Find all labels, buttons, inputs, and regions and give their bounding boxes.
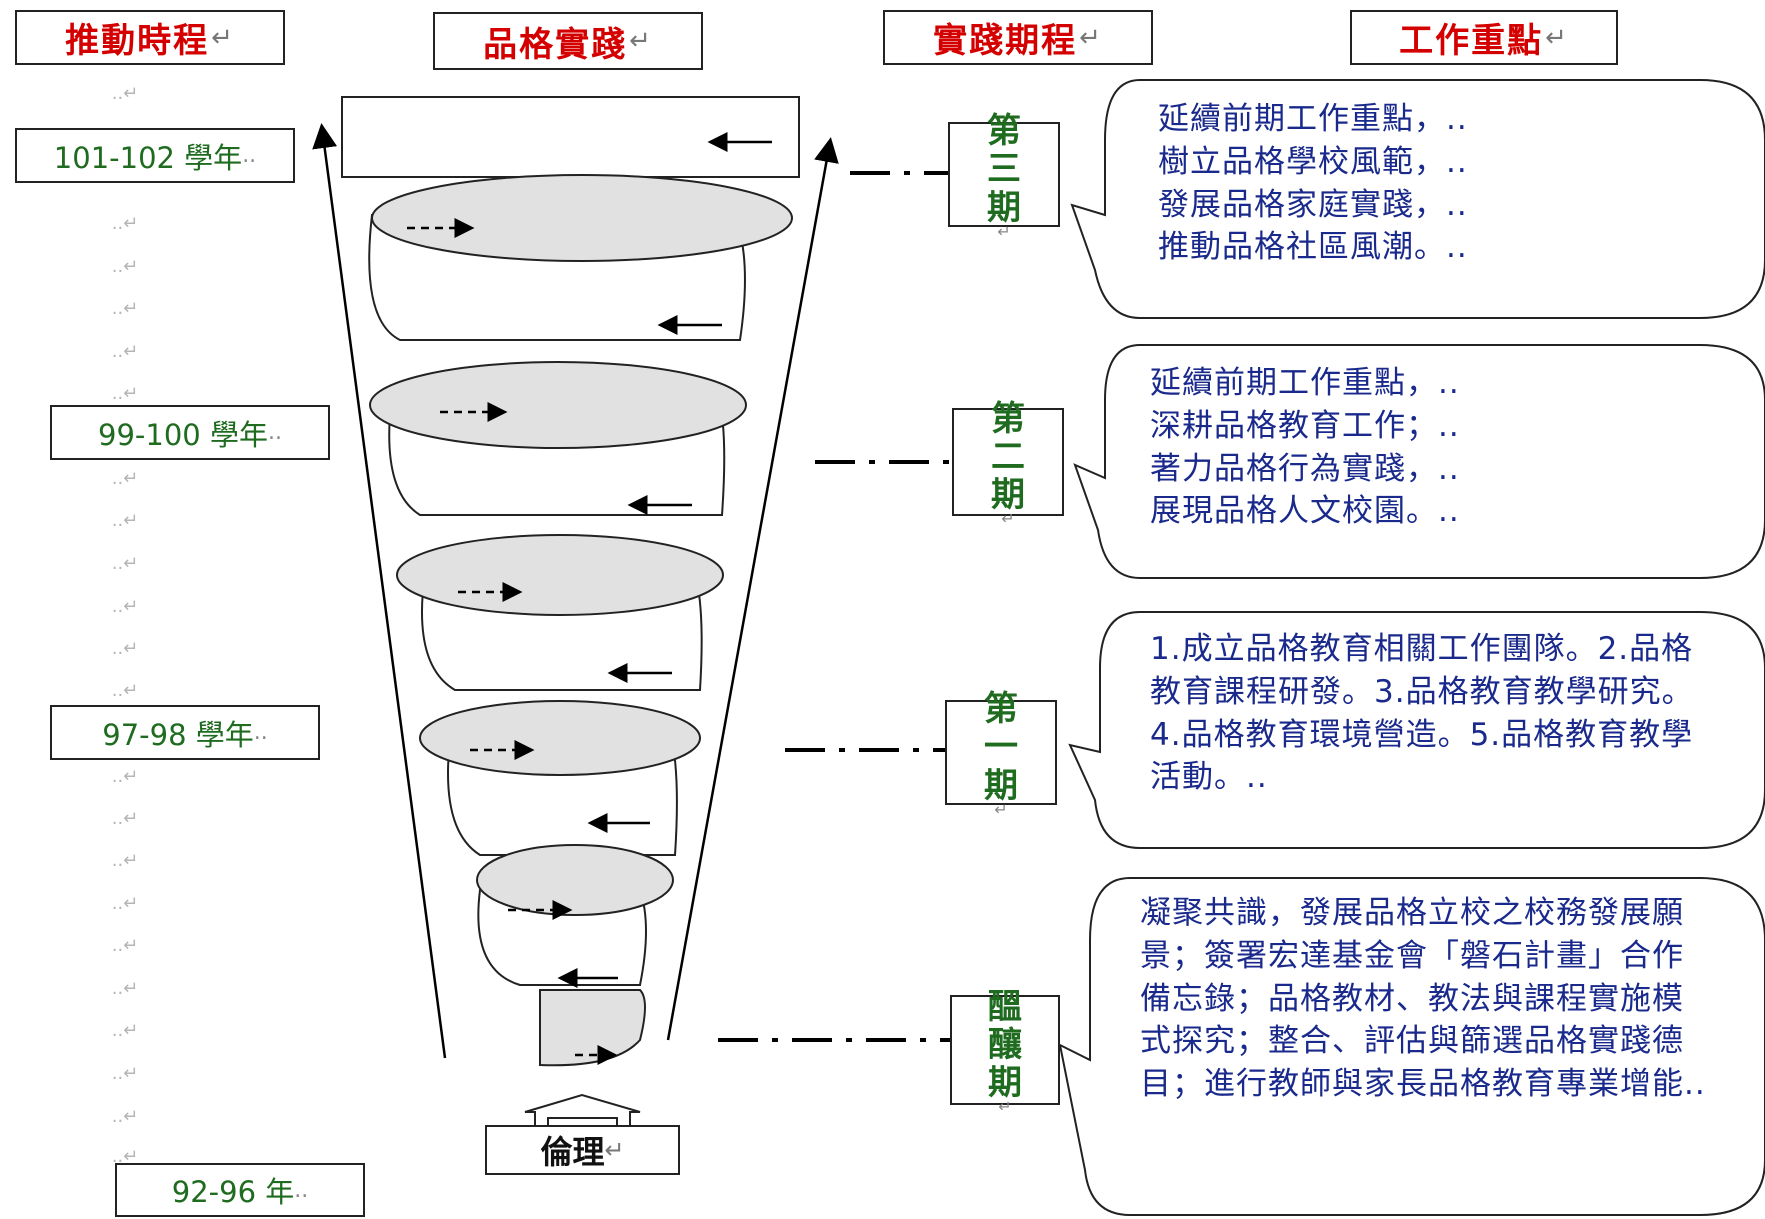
year-mark: .. bbox=[267, 420, 282, 445]
callout-line: 延續前期工作重點，.. bbox=[1150, 365, 1460, 401]
paragraph-mark: ..↵ bbox=[111, 510, 139, 531]
right-arrows bbox=[407, 218, 618, 1065]
year-label: 101-102 學年 bbox=[53, 140, 243, 175]
header-period: 實踐期程↵ bbox=[883, 10, 1153, 65]
year-mark: .. bbox=[242, 143, 257, 168]
callout-line: 著力品格行為實踐，.. bbox=[1150, 450, 1460, 487]
phase-char: 三 bbox=[987, 149, 1021, 190]
paragraph-mark: ..↵ bbox=[111, 341, 139, 362]
year-mark: .. bbox=[253, 720, 268, 745]
phase-mark: ↵ bbox=[1001, 509, 1015, 529]
phase-box-incubation: 醞 釀 期 ↵ bbox=[950, 988, 1060, 1115]
phase-mark: ↵ bbox=[998, 1097, 1012, 1117]
header-timeline-text: 推動時程 bbox=[65, 21, 210, 61]
paragraph-mark: ..↵ bbox=[111, 1020, 139, 1041]
phase-char: 期 bbox=[991, 475, 1025, 516]
paragraph-mark: ..↵ bbox=[111, 935, 139, 956]
paragraph-mark: ..↵ bbox=[111, 893, 139, 914]
connectors bbox=[718, 171, 950, 1042]
funnel-right-line bbox=[666, 137, 839, 1041]
phase-char: 醞 bbox=[988, 986, 1022, 1027]
header-timeline: 推動時程↵ bbox=[15, 10, 285, 65]
phase-char: 一 bbox=[984, 727, 1018, 768]
phase-char: 第 bbox=[987, 111, 1021, 152]
phase-char: 期 bbox=[988, 1063, 1022, 1104]
paragraph-mark: ..↵ bbox=[111, 256, 139, 277]
bottom-disk bbox=[539, 989, 646, 1067]
paragraph-mark: ..↵ bbox=[111, 808, 139, 829]
year-label: 97-98 學年 bbox=[102, 717, 254, 752]
phase-char: 第 bbox=[991, 398, 1025, 439]
year-mark: .. bbox=[294, 1177, 309, 1203]
phase-char: 期 bbox=[987, 187, 1021, 228]
callout-line: 展現品格人文校園。.. bbox=[1150, 493, 1460, 530]
header-focus: 工作重點↵ bbox=[1350, 10, 1618, 65]
paragraph-mark: ..↵ bbox=[111, 1146, 139, 1167]
callout-phase2: 延續前期工作重點，.. 深耕品格教育工作；.. 著力品格行為實踐，.. 展現品格… bbox=[1150, 362, 1710, 533]
phase-mark: ↵ bbox=[994, 799, 1008, 819]
year-box-92-96: 92-96 年.. bbox=[115, 1163, 365, 1217]
return-mark: ↵ bbox=[1079, 22, 1103, 53]
callout-incubation: 凝聚共識，發展品格立校之校務發展願景；簽署宏達基金會「磐石計畫」合作備忘錄；品格… bbox=[1140, 895, 1706, 1103]
paragraph-mark: ..↵ bbox=[111, 596, 139, 617]
phase-char: 第 bbox=[984, 689, 1018, 730]
left-arrows bbox=[557, 132, 772, 988]
paragraph-mark: ..↵ bbox=[111, 553, 139, 574]
year-box-97-98: 97-98 學年.. bbox=[50, 705, 320, 760]
spiral-disks bbox=[369, 174, 793, 916]
callout-line: 樹立品格學校風範，.. bbox=[1158, 143, 1468, 180]
phase-box-third: 第 三 期 ↵ bbox=[948, 112, 1060, 239]
year-label: 99-100 學年 bbox=[98, 417, 268, 452]
paragraph-mark: ..↵ bbox=[111, 213, 139, 234]
phase-char: 二 bbox=[991, 436, 1025, 477]
paragraph-mark: ..↵ bbox=[111, 1063, 139, 1084]
base-up-arrow bbox=[524, 1093, 641, 1128]
phase-mark: ↵ bbox=[997, 221, 1011, 241]
base-label: 倫理 bbox=[540, 1133, 605, 1171]
phase-char: 期 bbox=[984, 765, 1018, 806]
paragraph-mark: ..↵ bbox=[111, 638, 139, 659]
return-mark: ↵ bbox=[1545, 22, 1569, 53]
callout-phase3: 延續前期工作重點，.. 樹立品格學校風範，.. 發展品格家庭實踐，.. 推動品格… bbox=[1158, 98, 1718, 269]
year-label: 92-96 年 bbox=[171, 1175, 295, 1209]
paragraph-mark: ..↵ bbox=[111, 680, 139, 701]
callout-line: 推動品格社區風潮。.. bbox=[1158, 229, 1468, 266]
phase-box-second: 第 二 期 ↵ bbox=[952, 400, 1064, 527]
funnel-left-line bbox=[312, 123, 447, 1059]
return-mark: ↵ bbox=[211, 22, 235, 53]
phase-box-first: 第 一 期 ↵ bbox=[945, 690, 1057, 817]
top-band bbox=[341, 96, 800, 178]
base-ethics-box: 倫理↵ bbox=[485, 1125, 680, 1175]
header-practice: 品格實踐↵ bbox=[433, 12, 703, 70]
paragraph-mark: ..↵ bbox=[111, 850, 139, 871]
return-mark: ↵ bbox=[629, 26, 653, 56]
paragraph-mark: ..↵ bbox=[111, 978, 139, 999]
callout-line: 深耕品格教育工作；.. bbox=[1150, 407, 1460, 444]
header-focus-text: 工作重點 bbox=[1399, 21, 1544, 61]
callout-bubbles bbox=[1058, 79, 1765, 1216]
header-period-text: 實踐期程 bbox=[933, 21, 1078, 61]
phase-char: 釀 bbox=[988, 1024, 1022, 1065]
paragraph-mark: ..↵ bbox=[111, 83, 139, 104]
header-practice-text: 品格實踐 bbox=[483, 24, 628, 65]
paragraph-mark: ..↵ bbox=[111, 298, 139, 319]
paragraph-mark: ..↵ bbox=[111, 468, 139, 489]
paragraph-mark: ..↵ bbox=[111, 1106, 139, 1127]
callout-line: 發展品格家庭實踐，.. bbox=[1158, 186, 1468, 223]
callout-phase1: 1.成立品格教育相關工作團隊。2.品格教育課程研發。3.品格教育教學研究。4.品… bbox=[1150, 631, 1694, 796]
year-box-99-100: 99-100 學年.. bbox=[50, 405, 330, 460]
callout-line: 延續前期工作重點，.. bbox=[1158, 101, 1468, 137]
return-mark: ↵ bbox=[604, 1136, 625, 1164]
paragraph-mark: ..↵ bbox=[111, 383, 139, 404]
paragraph-mark: ..↵ bbox=[111, 766, 139, 787]
year-box-101-102: 101-102 學年.. bbox=[15, 128, 295, 183]
